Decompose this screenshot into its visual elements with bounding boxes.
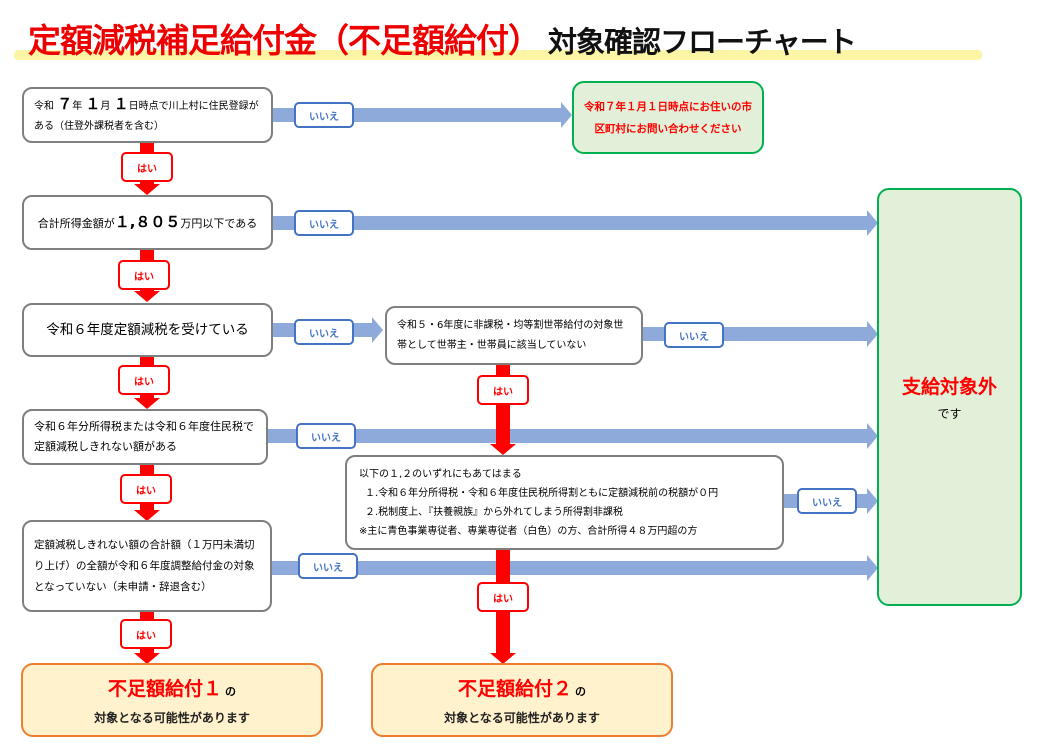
no-arrow-q3-head xyxy=(372,317,383,343)
yes-arrow-q1-head xyxy=(134,184,160,195)
page-title: 定額減税補足給付金（不足額給付）対象確認フローチャート xyxy=(28,14,857,62)
question-adjustment-benefit: 定額減税しきれない額の合計額（１万円未満切り上げ）の全額が令和６年度調整給付金の… xyxy=(22,520,272,612)
no-arrow-q5-head xyxy=(867,555,878,581)
yes-arrow-q5-head xyxy=(134,653,160,664)
no-label-q3b: いいえ xyxy=(664,322,724,348)
benefit-2-sub: 対象となる可能性があります xyxy=(444,711,600,725)
no-label-q3: いいえ xyxy=(294,319,354,345)
yes-arrow-q4-head xyxy=(134,510,160,521)
condition-note: ※主に青色事業専従者、専業専従者（白色）の方、合計所得４８万円超の方 xyxy=(359,525,698,537)
yes-arrow-q2-head xyxy=(134,291,160,302)
no-arrow-q2-head xyxy=(867,210,878,236)
no-arrow-q2-shaft xyxy=(272,216,868,230)
question-household-benefit: 令和５・6年度に非課税・均等割世帯給付の対象世帯として世帯主・世帯員に該当してい… xyxy=(385,306,643,365)
yes-label-q4b: はい xyxy=(477,582,529,612)
question-both-conditions: 以下の１,２のいずれにもあてはまる １.令和６年分所得税・令和６年度住民税所得割… xyxy=(345,455,784,550)
title-highlight xyxy=(14,50,982,60)
benefit-1-sub: 対象となる可能性があります xyxy=(94,711,250,725)
title-area: 定額減税補足給付金（不足額給付）対象確認フローチャート xyxy=(14,6,994,62)
result-not-eligible: 支給対象外 です xyxy=(877,188,1022,606)
benefit-1-title: 不足額給付１ xyxy=(107,678,222,700)
title-main: 定額減税補足給付金（不足額給付） xyxy=(28,21,541,60)
no-arrow-q4-shaft xyxy=(267,429,868,443)
yes-label-q1: はい xyxy=(121,152,173,182)
title-sub: 対象確認フローチャート xyxy=(548,25,857,59)
no-label-q4b: いいえ xyxy=(797,488,857,514)
no-label-q4: いいえ xyxy=(296,423,356,449)
condition-item-1: １.令和６年分所得税・令和６年度住民税所得割ともに定額減税前の税額が０円 xyxy=(365,487,719,499)
no-arrow-q3b-head xyxy=(867,321,878,347)
no-arrow-q1-head xyxy=(561,102,572,128)
question-residency: 令和 ７年 １月 １日時点で川上村に住民登録がある（住登外課税者を含む） xyxy=(22,87,273,143)
no-arrow-q4-head xyxy=(867,423,878,449)
question-received-reduction: 令和６年度定額減税を受けている xyxy=(22,303,273,357)
no-label-q2: いいえ xyxy=(294,210,354,236)
yes-label-q2: はい xyxy=(118,260,170,290)
yes-arrow-q3b-head xyxy=(490,444,516,455)
result-contact-municipality: 令和７年１月１日時点にお住いの市区町村にお問い合わせください xyxy=(572,81,764,154)
condition-item-2: ２.税制度上、『扶養親族』から外れてしまう所得割非課税 xyxy=(365,506,623,518)
question-income-limit: 合計所得金額が１,８０５万円以下である xyxy=(22,195,273,250)
yes-label-q3: はい xyxy=(118,365,170,395)
not-eligible-sub: です xyxy=(937,407,962,421)
yes-label-q3b: はい xyxy=(477,375,529,405)
yes-label-q5: はい xyxy=(120,619,172,649)
no-arrow-q5-shaft xyxy=(270,561,868,575)
benefit-2-title: 不足額給付２ xyxy=(457,678,572,700)
question-unreduced-amount: 令和６年分所得税または令和６年度住民税で定額減税しきれない額がある xyxy=(22,409,268,465)
conditions-heading: 以下の１,２のいずれにもあてはまる xyxy=(359,468,522,480)
yes-arrow-q3-head xyxy=(134,398,160,409)
no-arrow-q4b-head xyxy=(867,488,878,514)
no-label-q1: いいえ xyxy=(294,102,354,128)
no-label-q5: いいえ xyxy=(298,553,358,579)
not-eligible-main: 支給対象外 xyxy=(901,376,997,398)
yes-label-q4: はい xyxy=(120,474,172,504)
yes-arrow-q4b-head xyxy=(490,653,516,664)
